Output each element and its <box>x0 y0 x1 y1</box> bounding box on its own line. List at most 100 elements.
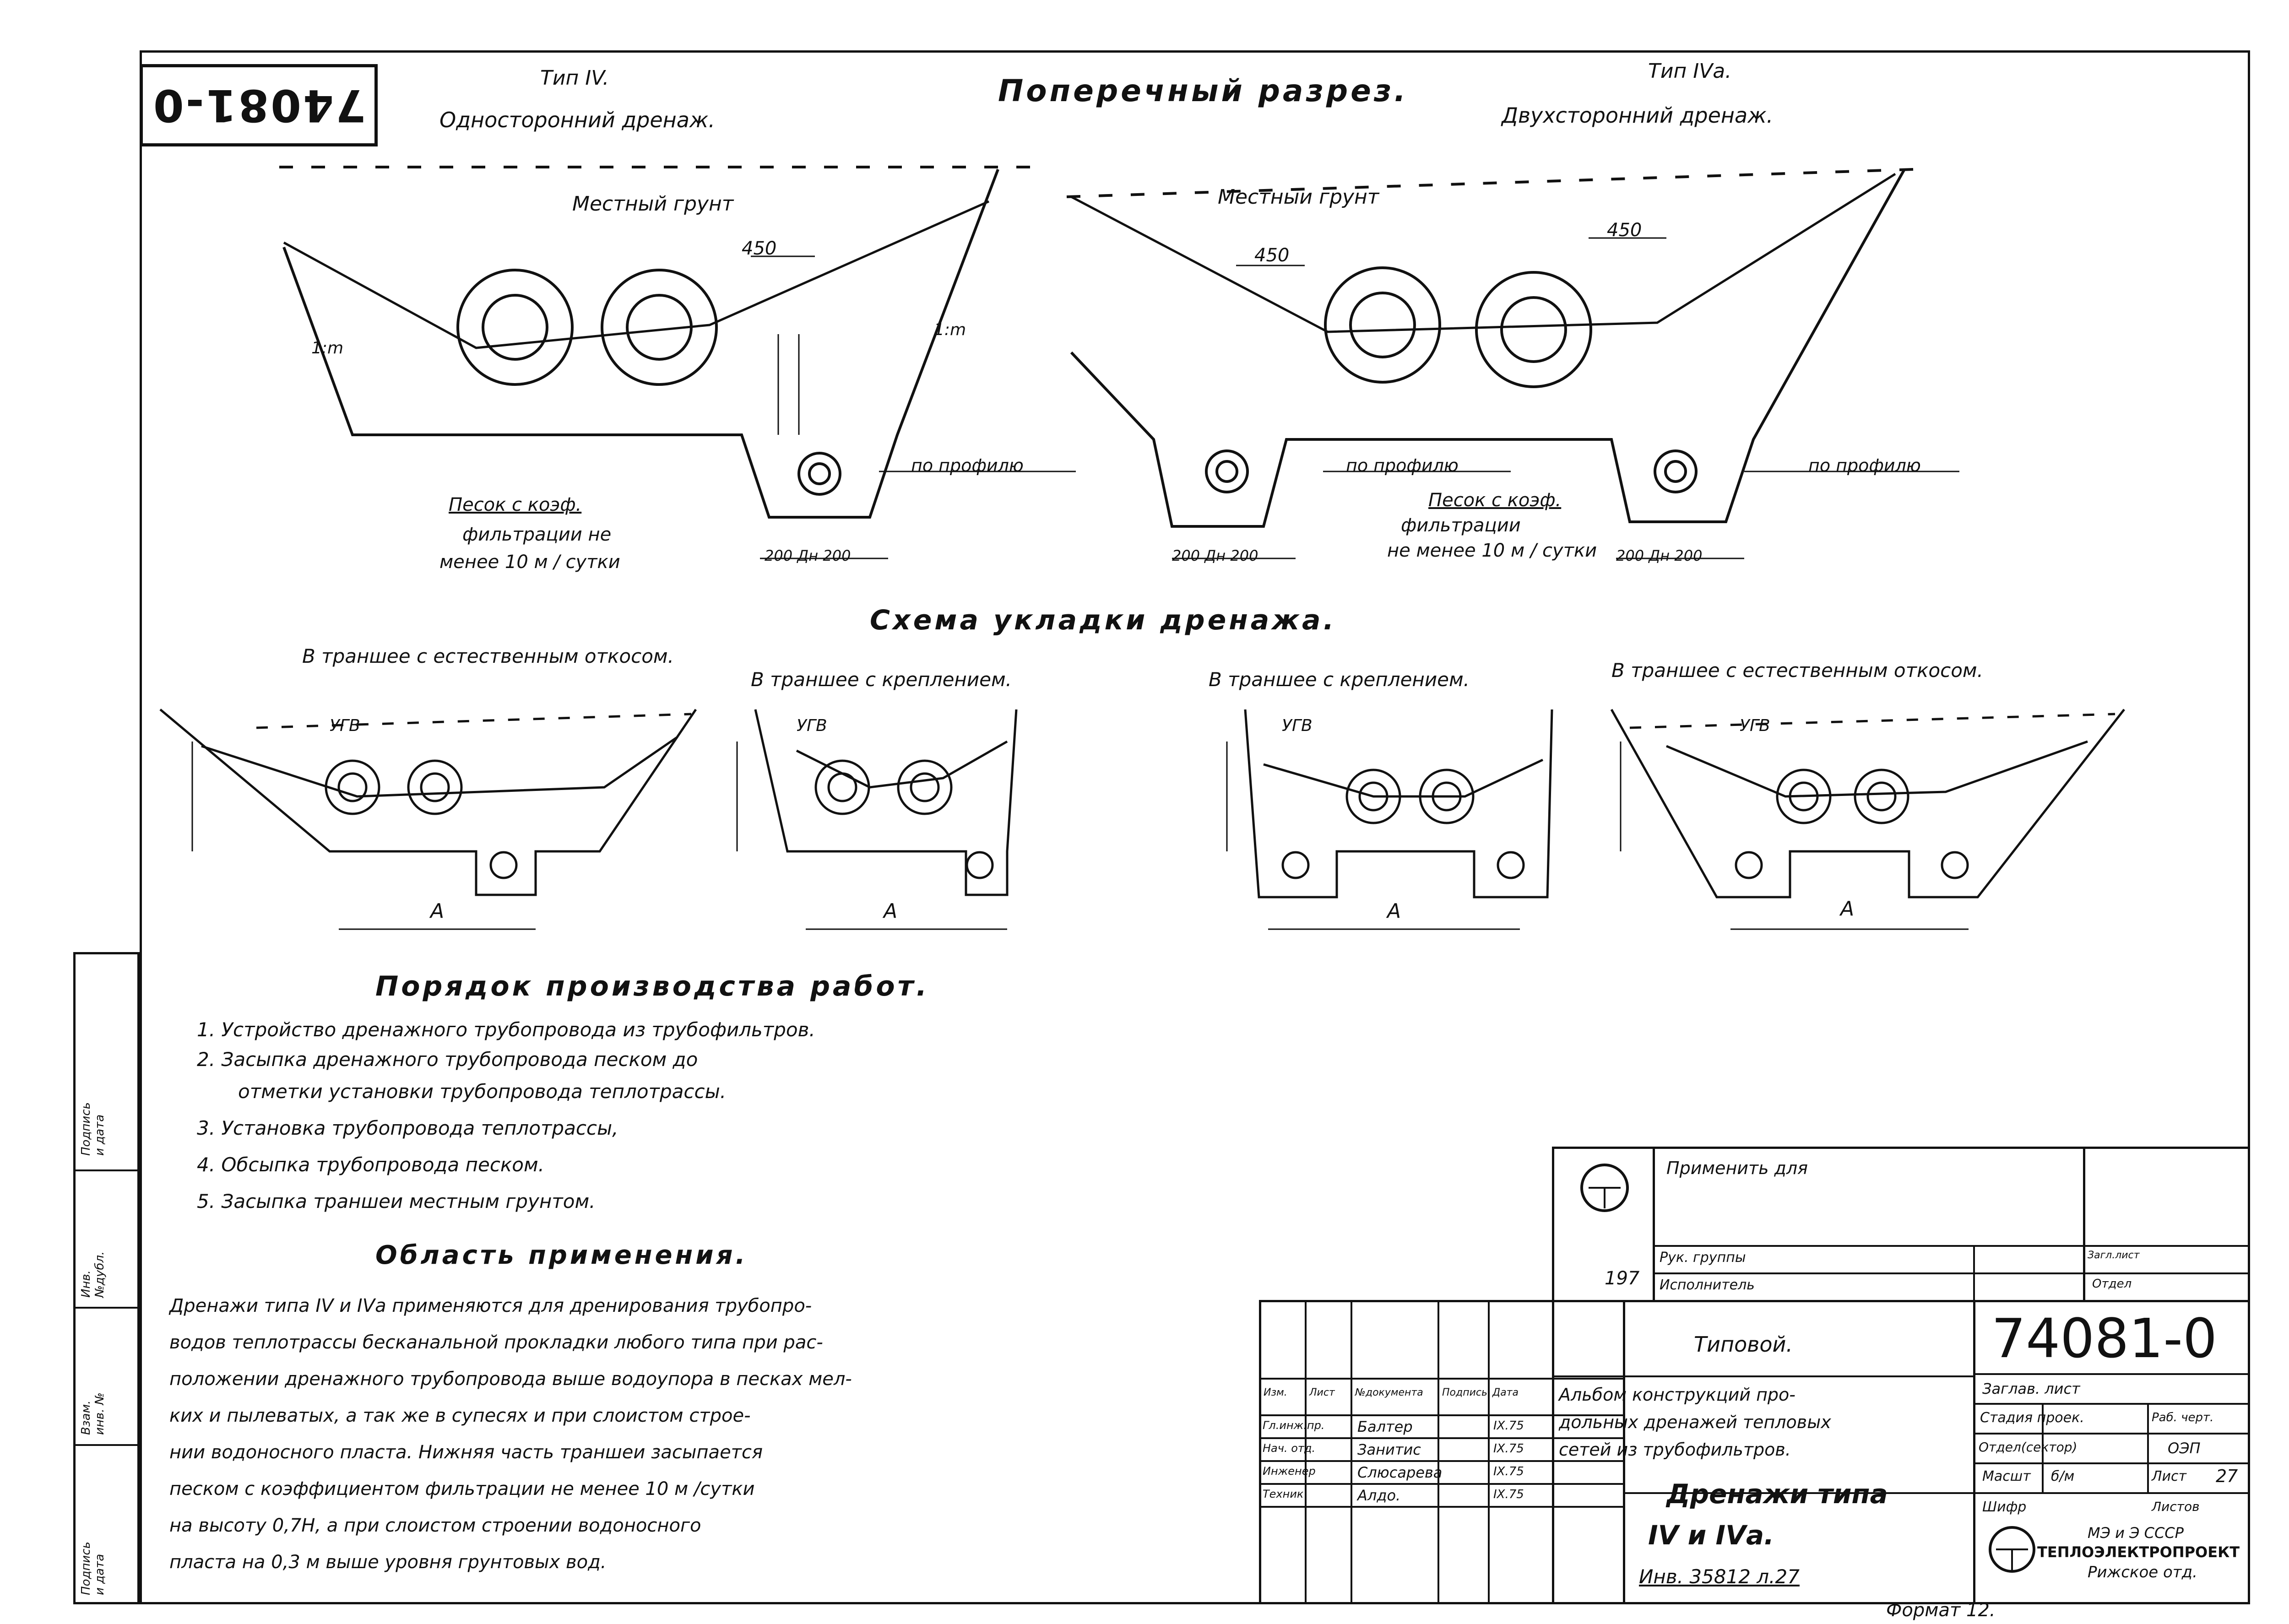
application-line-5: нии водоносного пласта. Нижняя часть тра… <box>169 1442 763 1463</box>
bottom-dims-b: 200 Дн 200 <box>1172 547 1258 564</box>
signer-name-4: Алдо. <box>1357 1487 1401 1504</box>
works-item-4: 4. Обсыпка трубопровода песком. <box>197 1153 545 1176</box>
application-line-2: водов теплотрассы бесканальной прокладки… <box>169 1332 823 1353</box>
ugv-label-2: УГВ <box>797 716 827 735</box>
zaglav-label: Заглав. лист <box>1982 1380 2080 1397</box>
scheme-caption-2: В траншее с креплением. <box>751 668 1012 691</box>
side-label-4: Подпись и дата <box>79 1542 107 1595</box>
document-number: 74081-0 <box>1991 1307 2218 1370</box>
dim-a-2: А <box>884 899 898 923</box>
slope-label-b: 1:m <box>934 320 966 339</box>
col-header-signature: Подпись <box>1442 1387 1487 1398</box>
page-title: Поперечный разрез. <box>998 73 1409 108</box>
drawing-frame <box>140 50 2250 1604</box>
sheet-value: 27 <box>2216 1466 2238 1486</box>
signer-name-3: Слюсарева <box>1357 1464 1443 1481</box>
by-profile-b: по профилю <box>1346 455 1459 476</box>
dept-sector-value: ОЭП <box>2168 1440 2201 1457</box>
sand-note-b2: фильтрации <box>1401 515 1521 536</box>
typical-label: Типовой. <box>1694 1332 1793 1357</box>
org-ministry: МЭ и Э СССР <box>2088 1524 2184 1542</box>
side-label-3: Взам. инв. № <box>79 1392 107 1435</box>
signer-date-2: IX.75 <box>1493 1442 1524 1456</box>
by-profile-a: по профилю <box>911 455 1024 476</box>
bottom-dims-a: 200 Дн 200 <box>765 547 851 564</box>
col-header-sheet: Лист <box>1309 1387 1335 1398</box>
revisions-table <box>1259 1300 1625 1604</box>
organization-logo-small-icon <box>1989 1526 2035 1573</box>
works-item-1: 1. Устройство дренажного трубопровода из… <box>197 1018 815 1041</box>
works-item-5: 5. Засыпка траншеи местным грунтом. <box>197 1190 596 1213</box>
sheet-label: Лист <box>2152 1468 2187 1484</box>
scale-value: б/м <box>2051 1468 2075 1484</box>
scheme-caption-3: В траншее с креплением. <box>1209 668 1470 691</box>
sand-note-b1: Песок с коэф. <box>1428 490 1562 511</box>
scheme-caption-1: В траншее с естественным откосом. <box>302 645 674 667</box>
works-item-2b: отметки установки трубопровода теплотрас… <box>238 1080 727 1103</box>
col-header-date: Дата <box>1492 1387 1519 1398</box>
apply-for-label: Применить для <box>1666 1158 1808 1178</box>
head-group-label: Рук. группы <box>1660 1250 1746 1266</box>
works-title: Порядок производства работ. <box>375 970 930 1002</box>
local-ground-label-b: Местныи грунт <box>1218 185 1379 209</box>
organization-logo-icon <box>1580 1164 1629 1212</box>
side-label-1: Подпись и дата <box>79 1102 107 1156</box>
ugv-label-1: УГВ <box>330 716 360 735</box>
signer-name-2: Занитис <box>1357 1441 1421 1458</box>
application-line-1: Дренажи типа IV и IVа применяются для др… <box>169 1295 812 1316</box>
sand-note-a2: фильтрации не <box>462 524 612 545</box>
format-note: Формат 12. <box>1886 1600 1996 1621</box>
scheme-title: Схема укладки дренажа. <box>870 604 1337 636</box>
org-name: ТЕПЛОЭЛЕКТРОПРОЕКТ <box>2037 1543 2240 1561</box>
col-header-document: №документа <box>1355 1387 1423 1398</box>
stage-label: Стадия проек. <box>1980 1410 2084 1426</box>
by-profile-c: по профилю <box>1808 455 1921 476</box>
dept-label: Отдел <box>2092 1277 2132 1291</box>
signer-date-1: IX.75 <box>1493 1419 1524 1433</box>
dim-450-c: 450 <box>1607 220 1642 241</box>
side-signature-strip: Подпись и дата Инв. №дубл. Взам. инв. № … <box>73 952 140 1604</box>
application-line-4: ких и пылеватых, а так же в супесях и пр… <box>169 1405 751 1426</box>
type-iva-label: Тип IVа. <box>1648 60 1732 83</box>
album-text-1: Альбом конструкций про- <box>1559 1385 1796 1405</box>
col-header-change: Изм. <box>1264 1387 1287 1398</box>
signer-date-3: IX.75 <box>1493 1465 1524 1478</box>
album-text-2: дольных дренажей тепловых <box>1559 1412 1831 1432</box>
works-item-2: 2. Засыпка дренажного трубопровода песко… <box>197 1048 698 1071</box>
code-label: Шифр <box>1982 1499 2027 1515</box>
application-line-7: на высоту 0,7Н, а при слоистом строении … <box>169 1515 701 1536</box>
slope-label-a: 1:m <box>311 339 344 357</box>
type-iva-desc: Двухсторонний дренаж. <box>1502 103 1774 128</box>
signer-date-4: IX.75 <box>1493 1488 1524 1501</box>
sheets-label: Листов <box>2152 1499 2200 1514</box>
works-item-3: 3. Установка трубопровода теплотрассы, <box>197 1117 618 1139</box>
dim-a-3: А <box>1387 899 1401 923</box>
inventory-note: Инв. 35812 л.27 <box>1639 1565 1800 1588</box>
application-title: Область применения. <box>375 1240 748 1270</box>
sand-note-b3: не менее 10 м / сутки <box>1387 540 1597 561</box>
ugv-label-4: УГВ <box>1740 716 1770 735</box>
signer-role-3: Инженер <box>1263 1465 1316 1478</box>
dim-450-a: 450 <box>742 238 777 259</box>
signer-role-1: Гл.инж.пр. <box>1263 1419 1325 1432</box>
drawing-number-stamp: 74081-0 <box>140 64 378 146</box>
executor-label: Исполнитель <box>1660 1277 1755 1293</box>
type-iv-desc: Односторонний дренаж. <box>439 108 715 132</box>
application-line-6: песком с коэффициентом фильтрации не мен… <box>169 1478 755 1499</box>
signer-role-4: Техник <box>1263 1488 1304 1500</box>
sand-note-a1: Песок с коэф. <box>449 494 582 515</box>
album-text-3: сетей из трубофильтров. <box>1559 1440 1791 1460</box>
dim-a-1: А <box>430 899 445 923</box>
stage-value: Раб. черт. <box>2152 1411 2214 1424</box>
ugv-label-3: УГВ <box>1282 716 1313 735</box>
sand-note-a3: менее 10 м / сутки <box>439 552 620 573</box>
dept-sector-label: Отдел(сектор) <box>1979 1440 2077 1455</box>
type-iv-label: Тип IV. <box>540 66 609 90</box>
signer-role-2: Нач. отд. <box>1263 1442 1316 1455</box>
dim-450-b: 450 <box>1254 245 1290 266</box>
signer-name-1: Балтер <box>1357 1418 1413 1435</box>
drawing-title-1: Дренажи типа <box>1666 1478 1888 1510</box>
local-ground-label-a: Местный грунт <box>572 192 734 216</box>
drawing-title-2: IV и IVа. <box>1648 1520 1774 1551</box>
